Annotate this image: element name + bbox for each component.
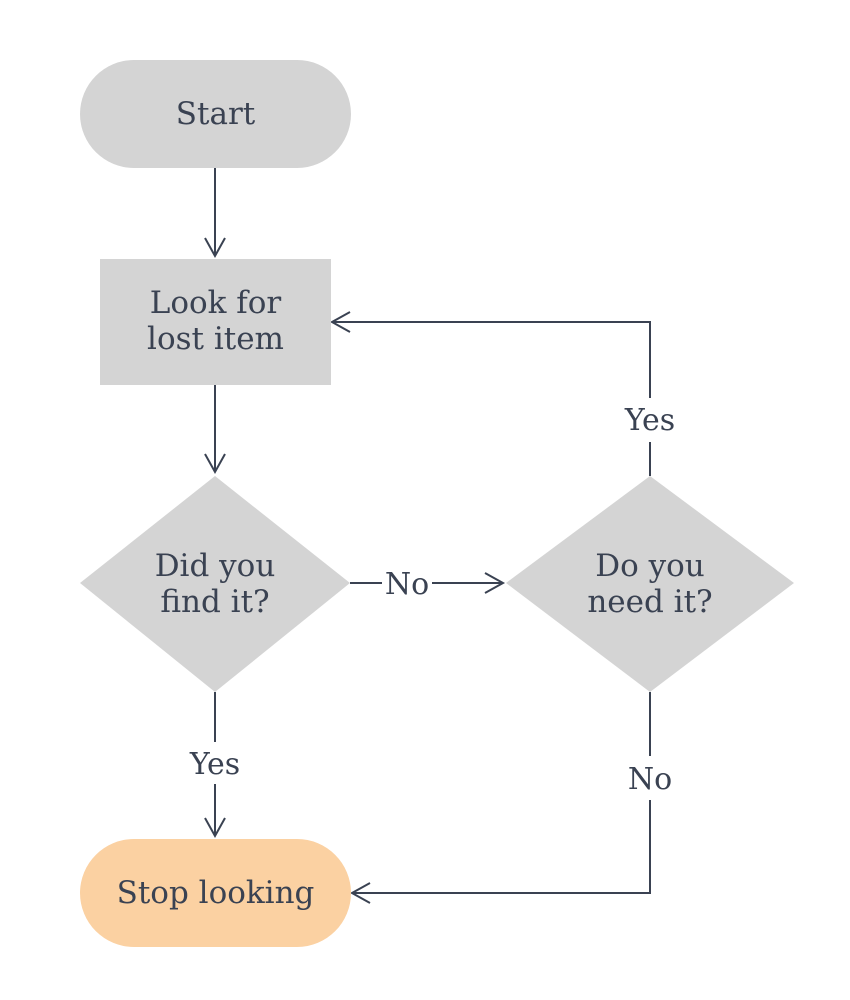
found-label-line1: Did you xyxy=(155,548,276,584)
need-label-line1: Do you xyxy=(595,548,705,584)
edge-need-to-stop-lower xyxy=(352,800,651,894)
edge-need-to-look-upper xyxy=(332,321,651,398)
look-label-line1: Look for xyxy=(150,285,282,321)
node-do-you-need-it: Do you need it? xyxy=(506,476,794,692)
stop-terminal-shape xyxy=(80,839,351,947)
connectors xyxy=(204,168,651,904)
node-look-for-item: Look for lost item xyxy=(100,259,331,385)
node-start: Start xyxy=(80,60,351,168)
arrowhead-need-to-stop xyxy=(349,882,371,904)
look-process-shape xyxy=(100,259,331,385)
arrowhead-look-to-found xyxy=(204,453,226,475)
arrowhead-found-to-need xyxy=(484,572,506,594)
arrowhead-start-to-look xyxy=(204,237,226,259)
found-decision-shape xyxy=(80,476,350,692)
edge-labels: No Yes Yes No xyxy=(189,403,675,797)
arrowhead-found-to-stop xyxy=(204,817,226,839)
look-label-line2: lost item xyxy=(147,321,284,357)
arrowhead-need-to-look xyxy=(329,311,351,333)
node-stop-looking: Stop looking xyxy=(80,839,351,947)
edge-label-found-no: No xyxy=(385,567,429,602)
edge-label-need-yes: Yes xyxy=(624,403,675,438)
stop-label: Stop looking xyxy=(117,875,315,911)
need-label-line2: need it? xyxy=(587,584,712,620)
start-terminal-shape xyxy=(80,60,351,168)
node-did-you-find-it: Did you find it? xyxy=(80,476,350,692)
edge-label-found-yes: Yes xyxy=(189,747,240,782)
start-label: Start xyxy=(176,96,256,132)
edge-label-need-no: No xyxy=(628,762,672,797)
need-decision-shape xyxy=(506,476,794,692)
found-label-line2: find it? xyxy=(160,584,269,620)
